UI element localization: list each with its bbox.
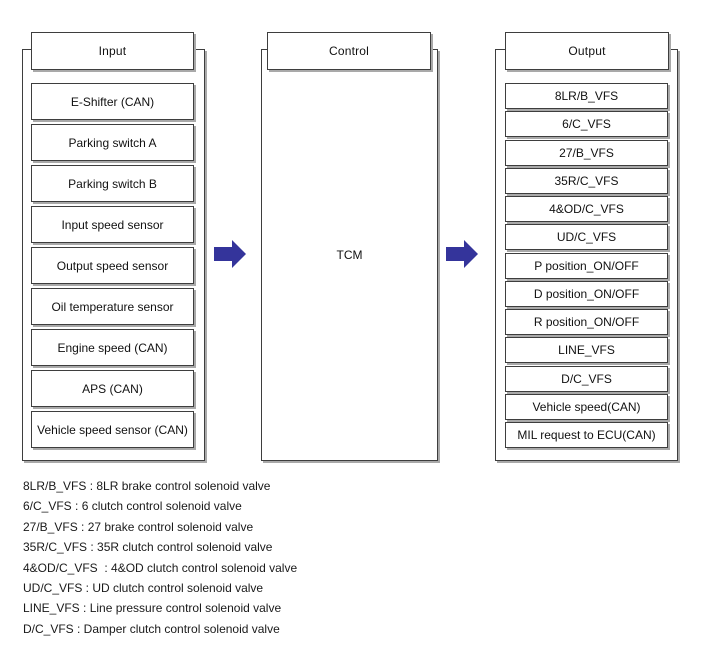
arrow-right-icon bbox=[446, 240, 478, 268]
output-signal-box: UD/C_VFS bbox=[505, 224, 668, 251]
legend-line: D/C_VFS : Damper clutch control solenoid… bbox=[23, 621, 280, 636]
input-signal-label: Vehicle speed sensor (CAN) bbox=[37, 422, 188, 437]
input-signal-box: Output speed sensor bbox=[31, 247, 194, 284]
output-signal-label: MIL request to ECU(CAN) bbox=[517, 428, 656, 442]
output-signal-label: D position_ON/OFF bbox=[533, 286, 640, 301]
input-signal-label: Output speed sensor bbox=[56, 258, 169, 273]
output-signal-box: D/C_VFS bbox=[505, 365, 668, 392]
output-signal-box: 8LR/B_VFS bbox=[505, 83, 668, 109]
control-to-output-arrow-icon bbox=[446, 240, 478, 268]
abbreviation-legend: 8LR/B_VFS : 8LR brake control solenoid v… bbox=[23, 476, 297, 639]
output-signal-label: 27/B_VFS bbox=[559, 145, 614, 160]
input-signal-label: Input speed sensor bbox=[61, 217, 164, 232]
output-signal-box: 6/C_VFS bbox=[505, 111, 668, 138]
output-signal-label: 35R/C_VFS bbox=[554, 173, 619, 188]
input-signal-label: Engine speed (CAN) bbox=[57, 340, 168, 355]
tcm-label: TCM bbox=[336, 248, 363, 262]
output-signal-box: P position_ON/OFF bbox=[505, 252, 668, 279]
input-signal-label: Parking switch A bbox=[68, 135, 157, 150]
legend-line: 4&OD/C_VFS : 4&OD clutch control solenoi… bbox=[23, 560, 298, 575]
legend-line: LINE_VFS : Line pressure control solenoi… bbox=[23, 601, 282, 616]
output-signal-label: UD/C_VFS bbox=[556, 230, 617, 245]
output-signal-box: 27/B_VFS bbox=[505, 139, 668, 166]
output-column-title: Output bbox=[568, 44, 606, 58]
output-signal-box: LINE_VFS bbox=[505, 337, 668, 364]
legend-line: 35R/C_VFS : 35R clutch control solenoid … bbox=[23, 540, 273, 555]
output-signal-box: 4&OD/C_VFS bbox=[505, 196, 668, 222]
output-signal-label: Vehicle speed(CAN) bbox=[532, 399, 641, 414]
legend-line: 27/B_VFS : 27 brake control solenoid val… bbox=[23, 519, 254, 534]
arrow-right-icon bbox=[214, 240, 246, 268]
input-signal-box: Parking switch A bbox=[31, 124, 194, 161]
output-signal-label: LINE_VFS bbox=[558, 343, 615, 358]
output-signal-box: D position_ON/OFF bbox=[505, 280, 668, 307]
input-signal-box: Engine speed (CAN) bbox=[31, 329, 194, 366]
input-signal-label: E-Shifter (CAN) bbox=[70, 94, 155, 109]
output-signal-label: R position_ON/OFF bbox=[533, 315, 640, 329]
input-signal-box: E-Shifter (CAN) bbox=[31, 83, 194, 120]
legend-line: 8LR/B_VFS : 8LR brake control solenoid v… bbox=[23, 479, 271, 493]
output-signal-label: 8LR/B_VFS bbox=[554, 89, 619, 103]
legend-line: 6/C_VFS : 6 clutch control solenoid valv… bbox=[23, 499, 242, 514]
control-column-title: Control bbox=[328, 44, 370, 58]
input-signal-box: Input speed sensor bbox=[31, 206, 194, 243]
output-signal-box: R position_ON/OFF bbox=[505, 309, 668, 335]
input-signal-box: Vehicle speed sensor (CAN) bbox=[31, 411, 194, 448]
output-signal-list: 8LR/B_VFS 6/C_VFS 27/B_VFS 35R/C_VFS 4&O… bbox=[505, 83, 668, 448]
input-column-title: Input bbox=[98, 44, 127, 58]
input-signal-label: Oil temperature sensor bbox=[51, 299, 174, 314]
input-signal-label: APS (CAN) bbox=[82, 381, 143, 396]
output-signal-box: MIL request to ECU(CAN) bbox=[505, 422, 668, 448]
output-signal-box: Vehicle speed(CAN) bbox=[505, 393, 668, 420]
control-column-frame: TCM bbox=[261, 49, 438, 461]
output-signal-label: P position_ON/OFF bbox=[534, 258, 639, 273]
output-signal-label: D/C_VFS bbox=[561, 371, 612, 386]
input-column-header: Input bbox=[31, 32, 194, 70]
output-column-header: Output bbox=[505, 32, 669, 70]
input-signal-box: Parking switch B bbox=[31, 165, 194, 202]
output-signal-box: 35R/C_VFS bbox=[505, 167, 668, 194]
input-to-control-arrow-icon bbox=[214, 240, 246, 268]
input-signal-box: APS (CAN) bbox=[31, 370, 194, 407]
input-signal-list: E-Shifter (CAN) Parking switch A Parking… bbox=[31, 83, 194, 448]
control-column-header: Control bbox=[267, 32, 431, 70]
output-signal-label: 4&OD/C_VFS bbox=[549, 202, 624, 216]
output-signal-label: 6/C_VFS bbox=[562, 117, 611, 132]
input-signal-label: Parking switch B bbox=[68, 176, 157, 191]
legend-line: UD/C_VFS : UD clutch control solenoid va… bbox=[23, 580, 264, 595]
input-signal-box: Oil temperature sensor bbox=[31, 288, 194, 325]
